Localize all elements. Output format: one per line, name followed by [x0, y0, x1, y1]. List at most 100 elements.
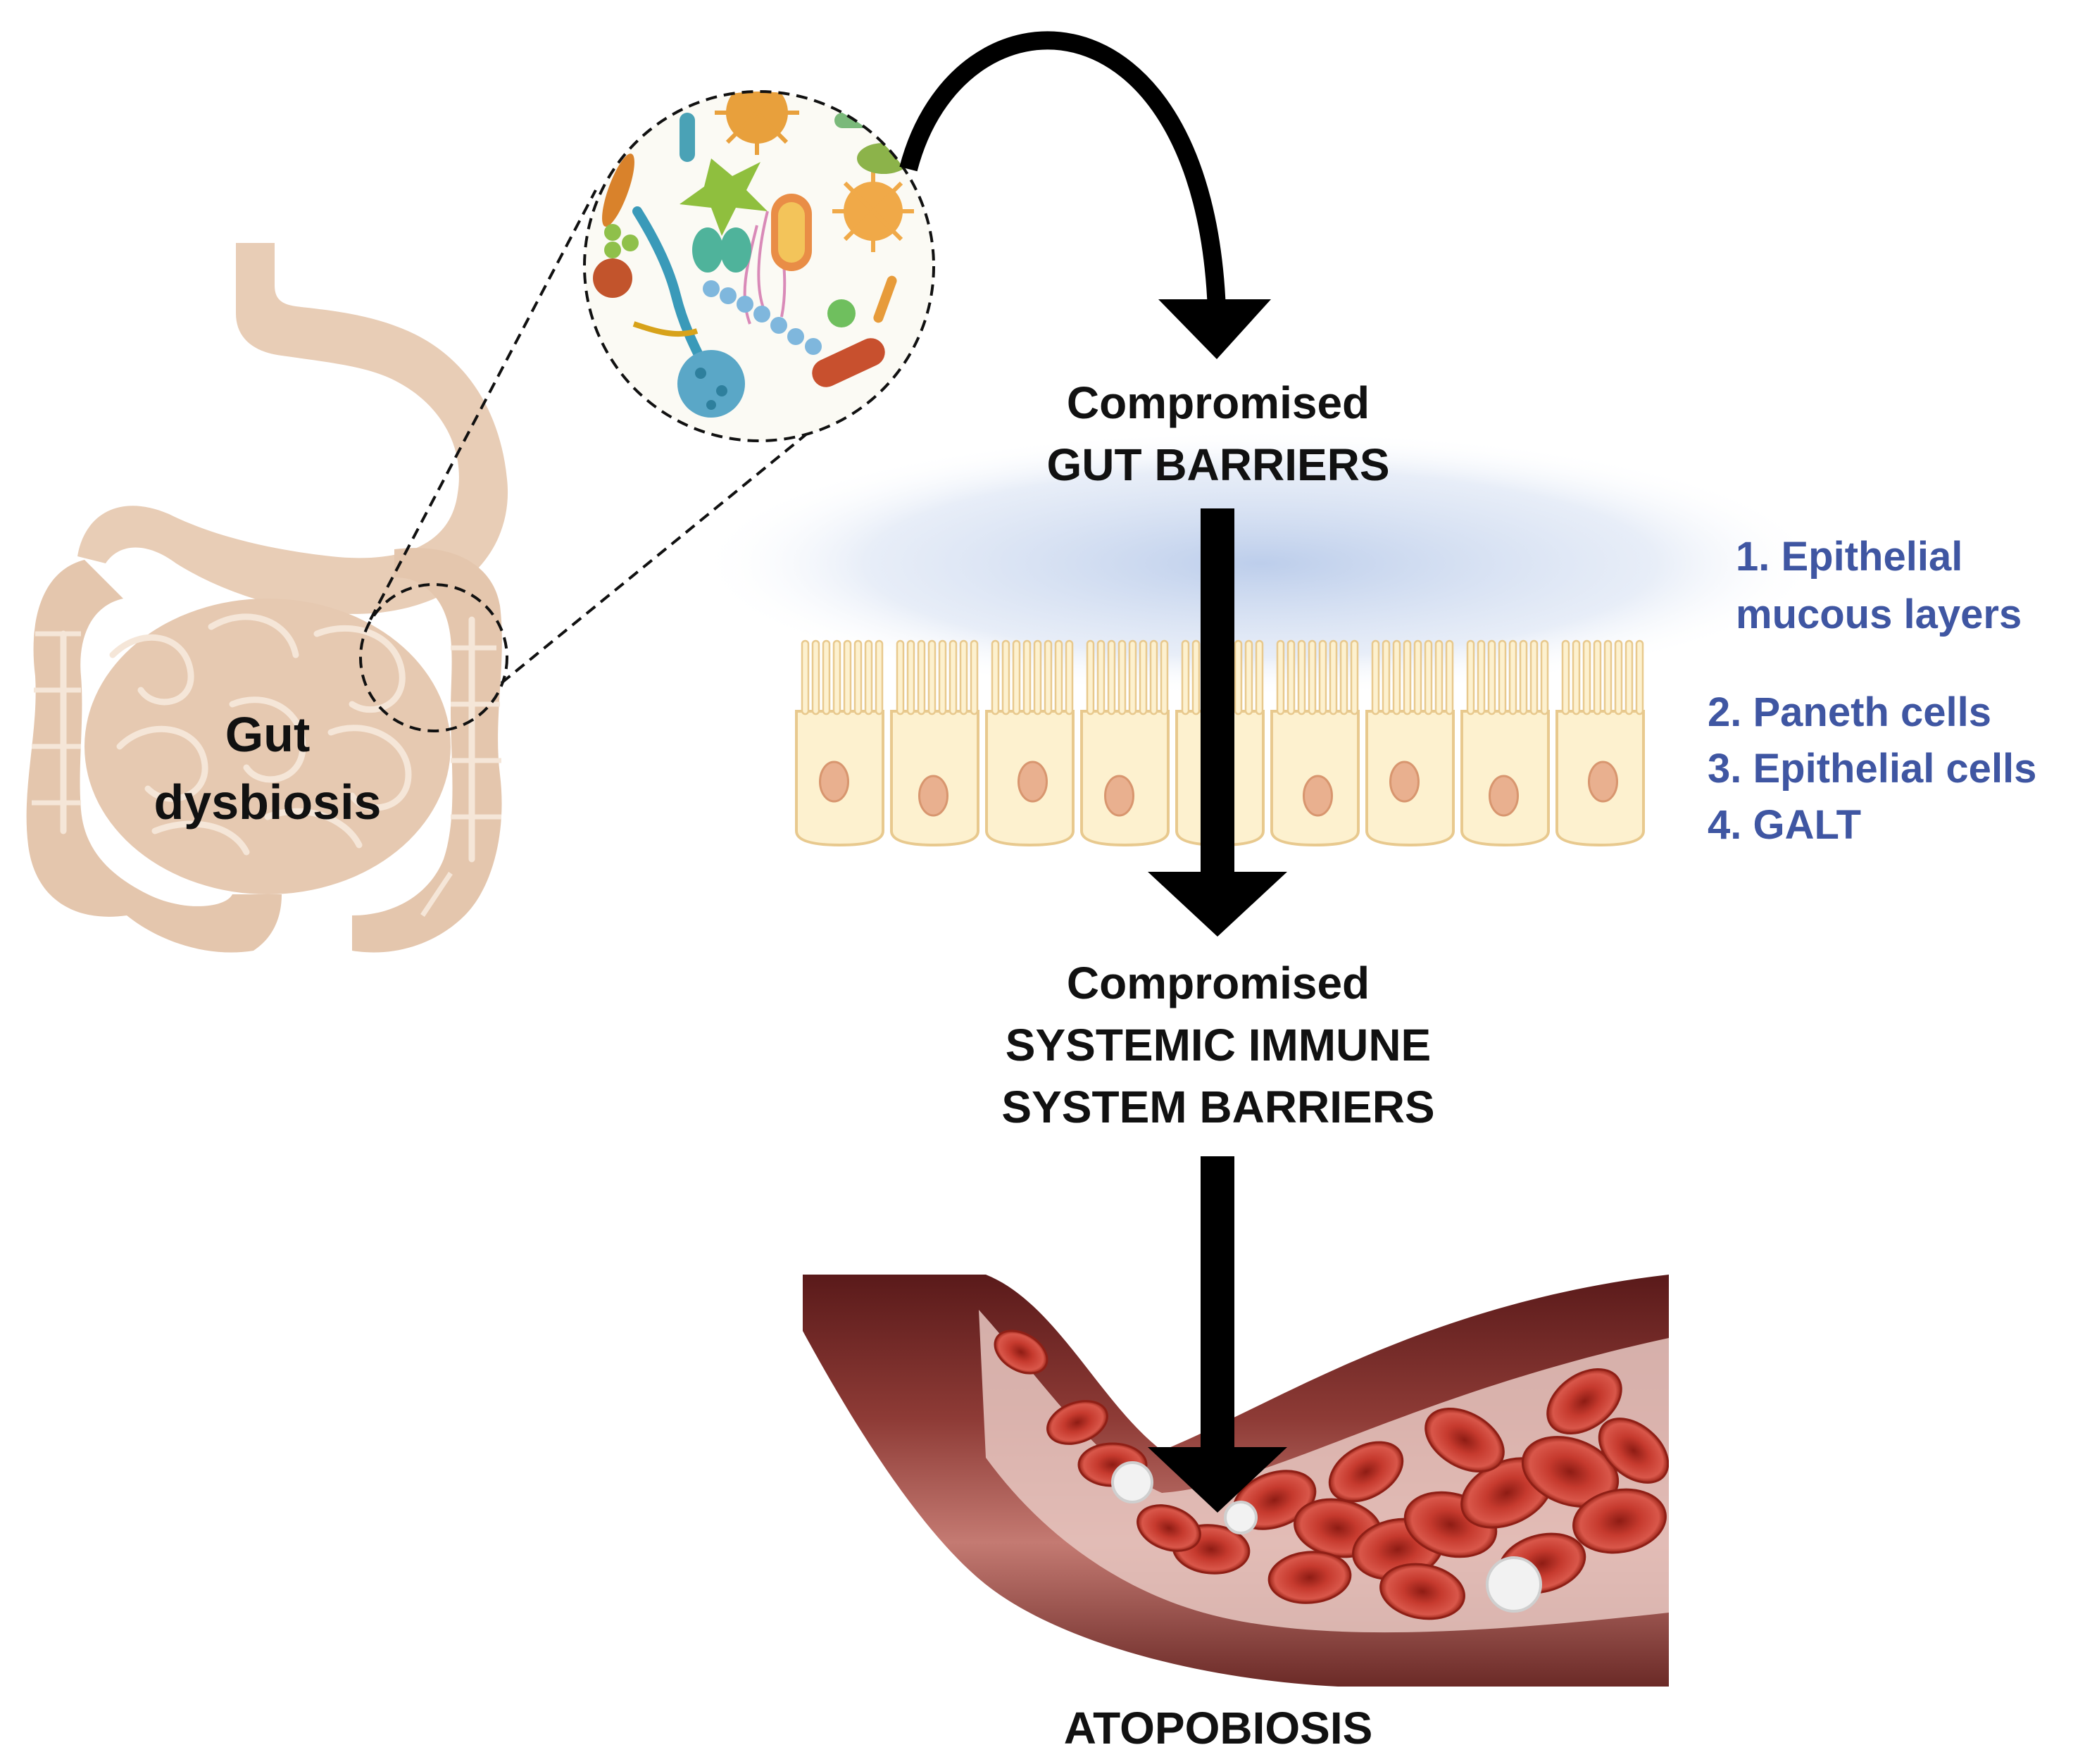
cell-nucleus	[1489, 775, 1519, 817]
atopobiosis-label: ATOPOBIOSIS	[972, 1697, 1465, 1759]
microvillus	[1508, 639, 1517, 715]
atopobiosis-text: ATOPOBIOSIS	[1063, 1703, 1373, 1753]
stomach-shape	[77, 243, 508, 614]
microbe-red-cluster	[593, 258, 632, 298]
microvillus	[917, 639, 926, 715]
barrier-item-1-line2: mucous layers	[1736, 592, 2022, 637]
microvillus	[1603, 639, 1613, 715]
microbe-teal-rod	[680, 113, 695, 162]
microvillus	[1434, 639, 1444, 715]
gut-label-line2: dysbiosis	[154, 775, 382, 830]
cell-nucleus	[1104, 775, 1134, 817]
cell-nucleus	[1018, 761, 1048, 803]
microvillus	[1392, 639, 1401, 715]
large-intestine-shape	[26, 560, 282, 953]
microvillus	[1117, 639, 1127, 715]
systemic-line3: SYSTEM BARRIERS	[1001, 1082, 1435, 1132]
microvillus	[1371, 639, 1380, 715]
mucus-layer	[697, 430, 1824, 697]
microvillus	[843, 639, 852, 715]
red-blood-cell	[994, 1330, 1048, 1375]
red-blood-cell	[1046, 1400, 1108, 1445]
gut-barriers-heading: Compromised GUT BARRIERS	[958, 372, 1479, 496]
microvillus	[1403, 639, 1412, 715]
gut-label-line1: Gut	[225, 707, 311, 762]
small-intestine-mass	[84, 599, 451, 894]
microbe-purple-rod	[743, 194, 812, 325]
microvillus	[1614, 639, 1623, 715]
microvillus	[1128, 639, 1137, 715]
microvillus	[864, 639, 873, 715]
microvillus	[1286, 639, 1296, 715]
microvillus	[948, 639, 958, 715]
microvillus	[991, 639, 1000, 715]
microvillus	[1033, 639, 1042, 715]
microvillus	[875, 639, 884, 715]
microvillus	[1572, 639, 1581, 715]
gut-barriers-line2: GUT BARRIERS	[1046, 439, 1390, 490]
microbe-teal-spiral	[632, 206, 709, 371]
microvillus	[1477, 639, 1486, 715]
microvillus	[1297, 639, 1306, 715]
microvillus	[1234, 639, 1243, 715]
microvillus	[1086, 639, 1095, 715]
microvillus	[1339, 639, 1348, 715]
microvillus	[1529, 639, 1539, 715]
barrier-list: 1. Epithelial mucous layers	[1708, 528, 2081, 644]
microvillus	[1593, 639, 1602, 715]
red-blood-cell	[1598, 1418, 1669, 1484]
arrow-1-head	[1148, 872, 1287, 937]
cell-nucleus	[819, 761, 849, 803]
microvillus	[822, 639, 831, 715]
microvillus	[1424, 639, 1433, 715]
microvillus	[1149, 639, 1158, 715]
systemic-barriers-heading: Compromised SYSTEMIC IMMUNE SYSTEM BARRI…	[915, 952, 1521, 1138]
microbe-green-star	[680, 158, 768, 236]
red-blood-cell	[1267, 1551, 1352, 1604]
microvillus	[1107, 639, 1116, 715]
microbe-orange-rod	[602, 154, 634, 227]
colon-haustra	[32, 631, 501, 917]
red-blood-cell	[1521, 1436, 1620, 1508]
microvillus	[1329, 639, 1338, 715]
microvillus	[1255, 639, 1264, 715]
barrier-item-3: 3. Epithelial cells	[1708, 746, 2037, 792]
arrow-1-shaft	[1201, 508, 1234, 875]
cell-nucleus	[1303, 775, 1333, 817]
microvillus	[1318, 639, 1327, 715]
blood-vessel-illustration	[803, 1275, 1669, 1687]
microvillus	[1096, 639, 1106, 715]
microbe-blue-virus	[677, 350, 745, 418]
microvillus	[1487, 639, 1496, 715]
microvillus	[1561, 639, 1570, 715]
microvillus	[1044, 639, 1053, 715]
microbe-green-cocci	[692, 227, 751, 273]
microvillus	[1519, 639, 1528, 715]
arrow-2-head	[1148, 1447, 1287, 1513]
microvillus	[853, 639, 863, 715]
microbe-orange-virus	[832, 170, 914, 252]
microvillus	[1413, 639, 1422, 715]
curved-arrow-head	[1158, 299, 1271, 359]
red-blood-cell	[1546, 1368, 1622, 1435]
barrier-item-4: 4. GALT	[1708, 802, 1862, 848]
microvillus	[1624, 639, 1634, 715]
red-blood-cell	[1328, 1441, 1404, 1503]
systemic-line2: SYSTEMIC IMMUNE	[1005, 1020, 1432, 1070]
epithelial-cells	[795, 639, 1645, 847]
curved-arrow	[899, 31, 1226, 311]
digestive-organs-illustration	[26, 243, 508, 953]
barrier-list-rest: 2. Paneth cells 3. Epithelial cells 4. G…	[1708, 684, 2084, 853]
barrier-item-1-line1: 1. Epithelial	[1736, 534, 1963, 580]
vessel-lumen	[979, 1310, 1669, 1633]
microvillus	[1022, 639, 1032, 715]
microvillus	[906, 639, 915, 715]
arrow-2-shaft	[1201, 1156, 1234, 1452]
white-blood-cells	[1111, 1461, 1542, 1613]
microvillus	[801, 639, 810, 715]
microbe-orange-spiky	[715, 92, 799, 155]
microvillus	[1498, 639, 1507, 715]
microvillus	[959, 639, 968, 715]
intestine-zoom-circle	[359, 583, 508, 732]
